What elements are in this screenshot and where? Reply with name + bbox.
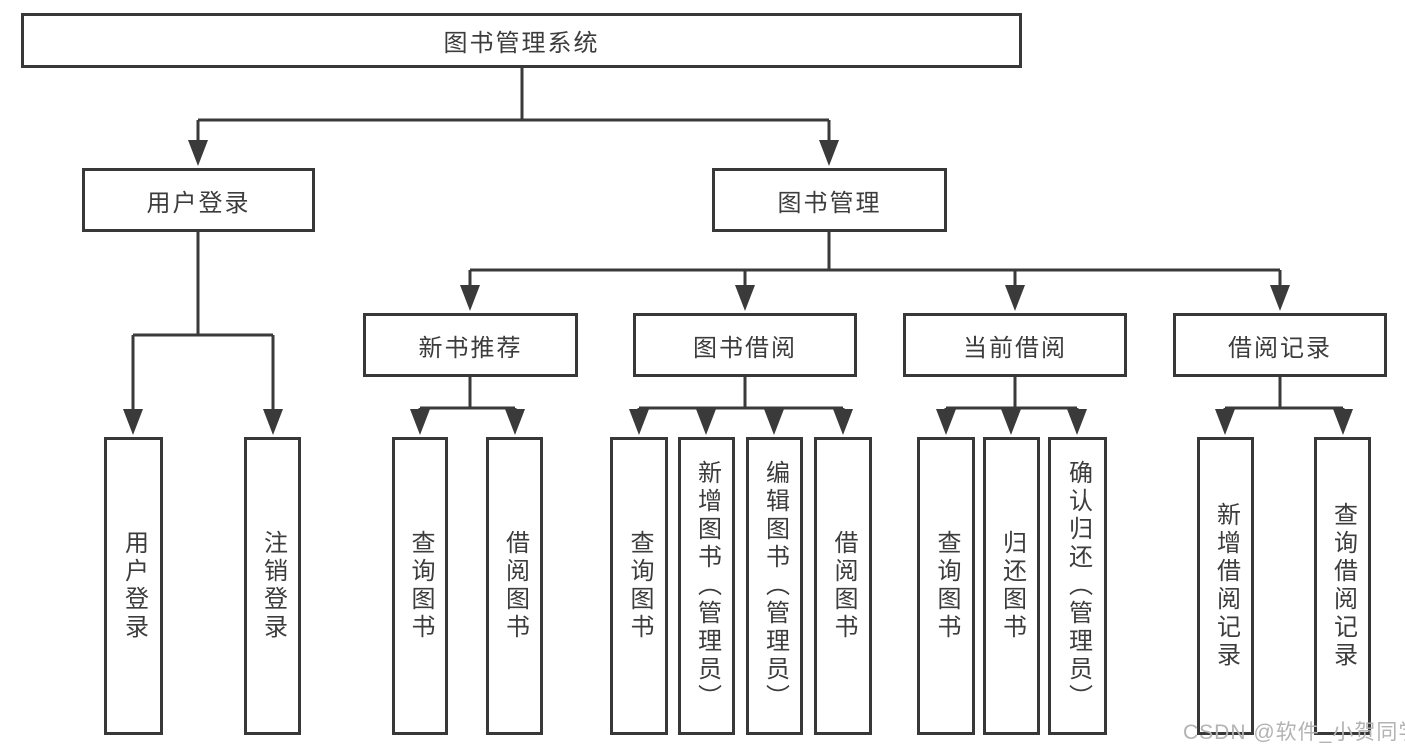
leaf-query-books-recommend: 查询图书 (392, 437, 448, 735)
leaf-confirm-return-admin-label: 确认归还（管理员） (1064, 460, 1092, 712)
leaf-borrow-books-recommend: 借阅图书 (486, 437, 543, 735)
leaf-query-borrow-record-label: 查询借阅记录 (1329, 502, 1357, 670)
node-book-management: 图书管理 (712, 168, 947, 232)
node-root-label: 图书管理系统 (443, 30, 600, 57)
node-borrow-records-label: 借阅记录 (1228, 334, 1332, 362)
leaf-user-login: 用户登录 (104, 437, 163, 735)
leaf-return-books-label: 归还图书 (998, 530, 1026, 642)
node-new-book-recommend: 新书推荐 (363, 313, 578, 377)
leaf-add-borrow-record-label: 新增借阅记录 (1212, 502, 1240, 670)
leaf-add-books-admin-label: 新增图书（管理员） (693, 460, 721, 712)
leaf-edit-books-admin-label: 编辑图书（管理员） (761, 460, 789, 712)
leaf-confirm-return-admin: 确认归还（管理员） (1048, 437, 1107, 735)
leaf-borrow-books-recommend-label: 借阅图书 (501, 530, 529, 642)
leaf-query-borrow-record: 查询借阅记录 (1314, 437, 1371, 735)
leaf-add-books-admin: 新增图书（管理员） (678, 437, 735, 735)
leaf-borrow-books: 借阅图书 (814, 437, 872, 735)
node-user-login: 用户登录 (82, 168, 315, 232)
node-new-book-recommend-label: 新书推荐 (418, 334, 523, 362)
leaf-borrow-books-label: 借阅图书 (830, 530, 857, 642)
node-book-borrowing: 图书借阅 (633, 313, 857, 377)
leaf-logout-login-label: 注销登录 (259, 530, 287, 642)
leaf-query-books-current-label: 查询图书 (933, 530, 960, 642)
node-current-borrowing: 当前借阅 (903, 313, 1127, 377)
leaf-query-books-recommend-label: 查询图书 (407, 530, 434, 642)
leaf-query-books-borrow-label: 查询图书 (626, 530, 653, 642)
node-book-management-label: 图书管理 (777, 189, 882, 217)
node-root: 图书管理系统 (21, 13, 1022, 68)
node-borrow-records: 借阅记录 (1173, 313, 1387, 377)
leaf-edit-books-admin: 编辑图书（管理员） (746, 437, 803, 735)
leaf-query-books-current: 查询图书 (917, 437, 975, 735)
leaf-query-books-borrow: 查询图书 (610, 437, 668, 735)
leaf-logout-login: 注销登录 (244, 437, 301, 735)
node-current-borrowing-label: 当前借阅 (963, 334, 1067, 362)
node-user-login-label: 用户登录 (146, 189, 251, 217)
leaf-return-books: 归还图书 (983, 437, 1040, 735)
csdn-watermark: CSDN @软件_小贺同学 (1183, 721, 1405, 744)
leaf-add-borrow-record: 新增借阅记录 (1197, 437, 1254, 735)
leaf-user-login-label: 用户登录 (120, 530, 148, 642)
node-book-borrowing-label: 图书借阅 (693, 334, 797, 362)
